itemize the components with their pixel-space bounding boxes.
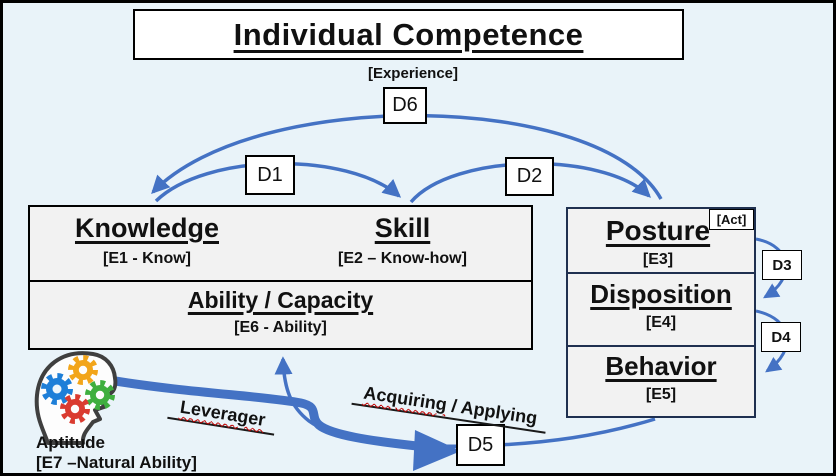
- behavior-cell: Behavior [E5]: [570, 351, 752, 404]
- experience-label: [Experience]: [367, 65, 459, 82]
- leverager-label: Leverager: [167, 395, 278, 436]
- act-tag: [Act]: [716, 212, 747, 227]
- gear-orange-icon: [68, 355, 98, 385]
- connector-d3-label: D3: [772, 256, 792, 274]
- acquiring-applying-label: Acquiring / Applying: [351, 381, 549, 434]
- right-box-divider-1: [566, 272, 756, 274]
- ability-tag: [E6 - Ability]: [234, 319, 327, 337]
- right-box-divider-2: [566, 345, 756, 347]
- leverager-text: Leverager: [178, 396, 267, 430]
- gear-red-icon: [60, 394, 90, 424]
- posture-disposition-behavior-box: [566, 207, 756, 418]
- disposition-title: Disposition: [590, 279, 732, 309]
- disposition-cell: Disposition [E4]: [570, 279, 752, 332]
- knowledge-cell: Knowledge [E1 - Know]: [33, 213, 261, 268]
- connector-d2-label: D2: [516, 165, 543, 187]
- ability-cell: Ability / Capacity [E6 - Ability]: [33, 287, 528, 337]
- connector-d1-label: D1: [257, 163, 283, 186]
- connector-d4-label: D4: [771, 328, 791, 346]
- left-box-divider: [28, 280, 533, 282]
- aptitude-title: Aptitude: [36, 433, 105, 452]
- posture-cell: Posture [E3]: [570, 215, 746, 269]
- diagram-title: Individual Competence: [233, 16, 584, 52]
- acquiring-text: Acquiring: [362, 382, 449, 415]
- posture-tag: [E3]: [642, 251, 674, 269]
- skill-title: Skill: [374, 213, 431, 243]
- connector-d2: D2: [505, 157, 554, 196]
- behavior-tag: [E5]: [645, 385, 677, 403]
- d6-arrow: [151, 113, 663, 200]
- gear-green-icon: [85, 380, 115, 410]
- aptitude-head-illustration: [34, 351, 118, 445]
- knowledge-tag: [E1 - Know]: [103, 250, 191, 268]
- connector-d4: D4: [761, 322, 801, 352]
- connector-d6: D6: [383, 87, 427, 124]
- behavior-title: Behavior: [605, 351, 717, 381]
- ability-title: Ability / Capacity: [187, 287, 374, 313]
- connector-d3: D3: [762, 250, 802, 280]
- knowledge-title: Knowledge: [74, 213, 219, 243]
- head-silhouette: [34, 351, 118, 445]
- connector-d1: D1: [245, 155, 295, 195]
- act-tag-box: [Act]: [709, 209, 754, 230]
- skill-tag: [E2 – Know-how]: [338, 250, 467, 268]
- connector-d5-label: D5: [467, 433, 494, 456]
- diagram-title-box: Individual Competence: [133, 9, 684, 60]
- connector-d5: D5: [456, 424, 505, 466]
- gear-blue-icon: [41, 373, 73, 405]
- disposition-tag: [E4]: [645, 313, 677, 331]
- aptitude-tag: [E7 –Natural Ability]: [36, 453, 197, 472]
- skill-cell: Skill [E2 – Know-how]: [295, 213, 510, 268]
- connector-d6-label: D6: [392, 94, 418, 116]
- knowledge-skill-ability-box: [28, 205, 533, 350]
- posture-title: Posture: [605, 215, 711, 246]
- leverager-arrowhead: [413, 430, 461, 471]
